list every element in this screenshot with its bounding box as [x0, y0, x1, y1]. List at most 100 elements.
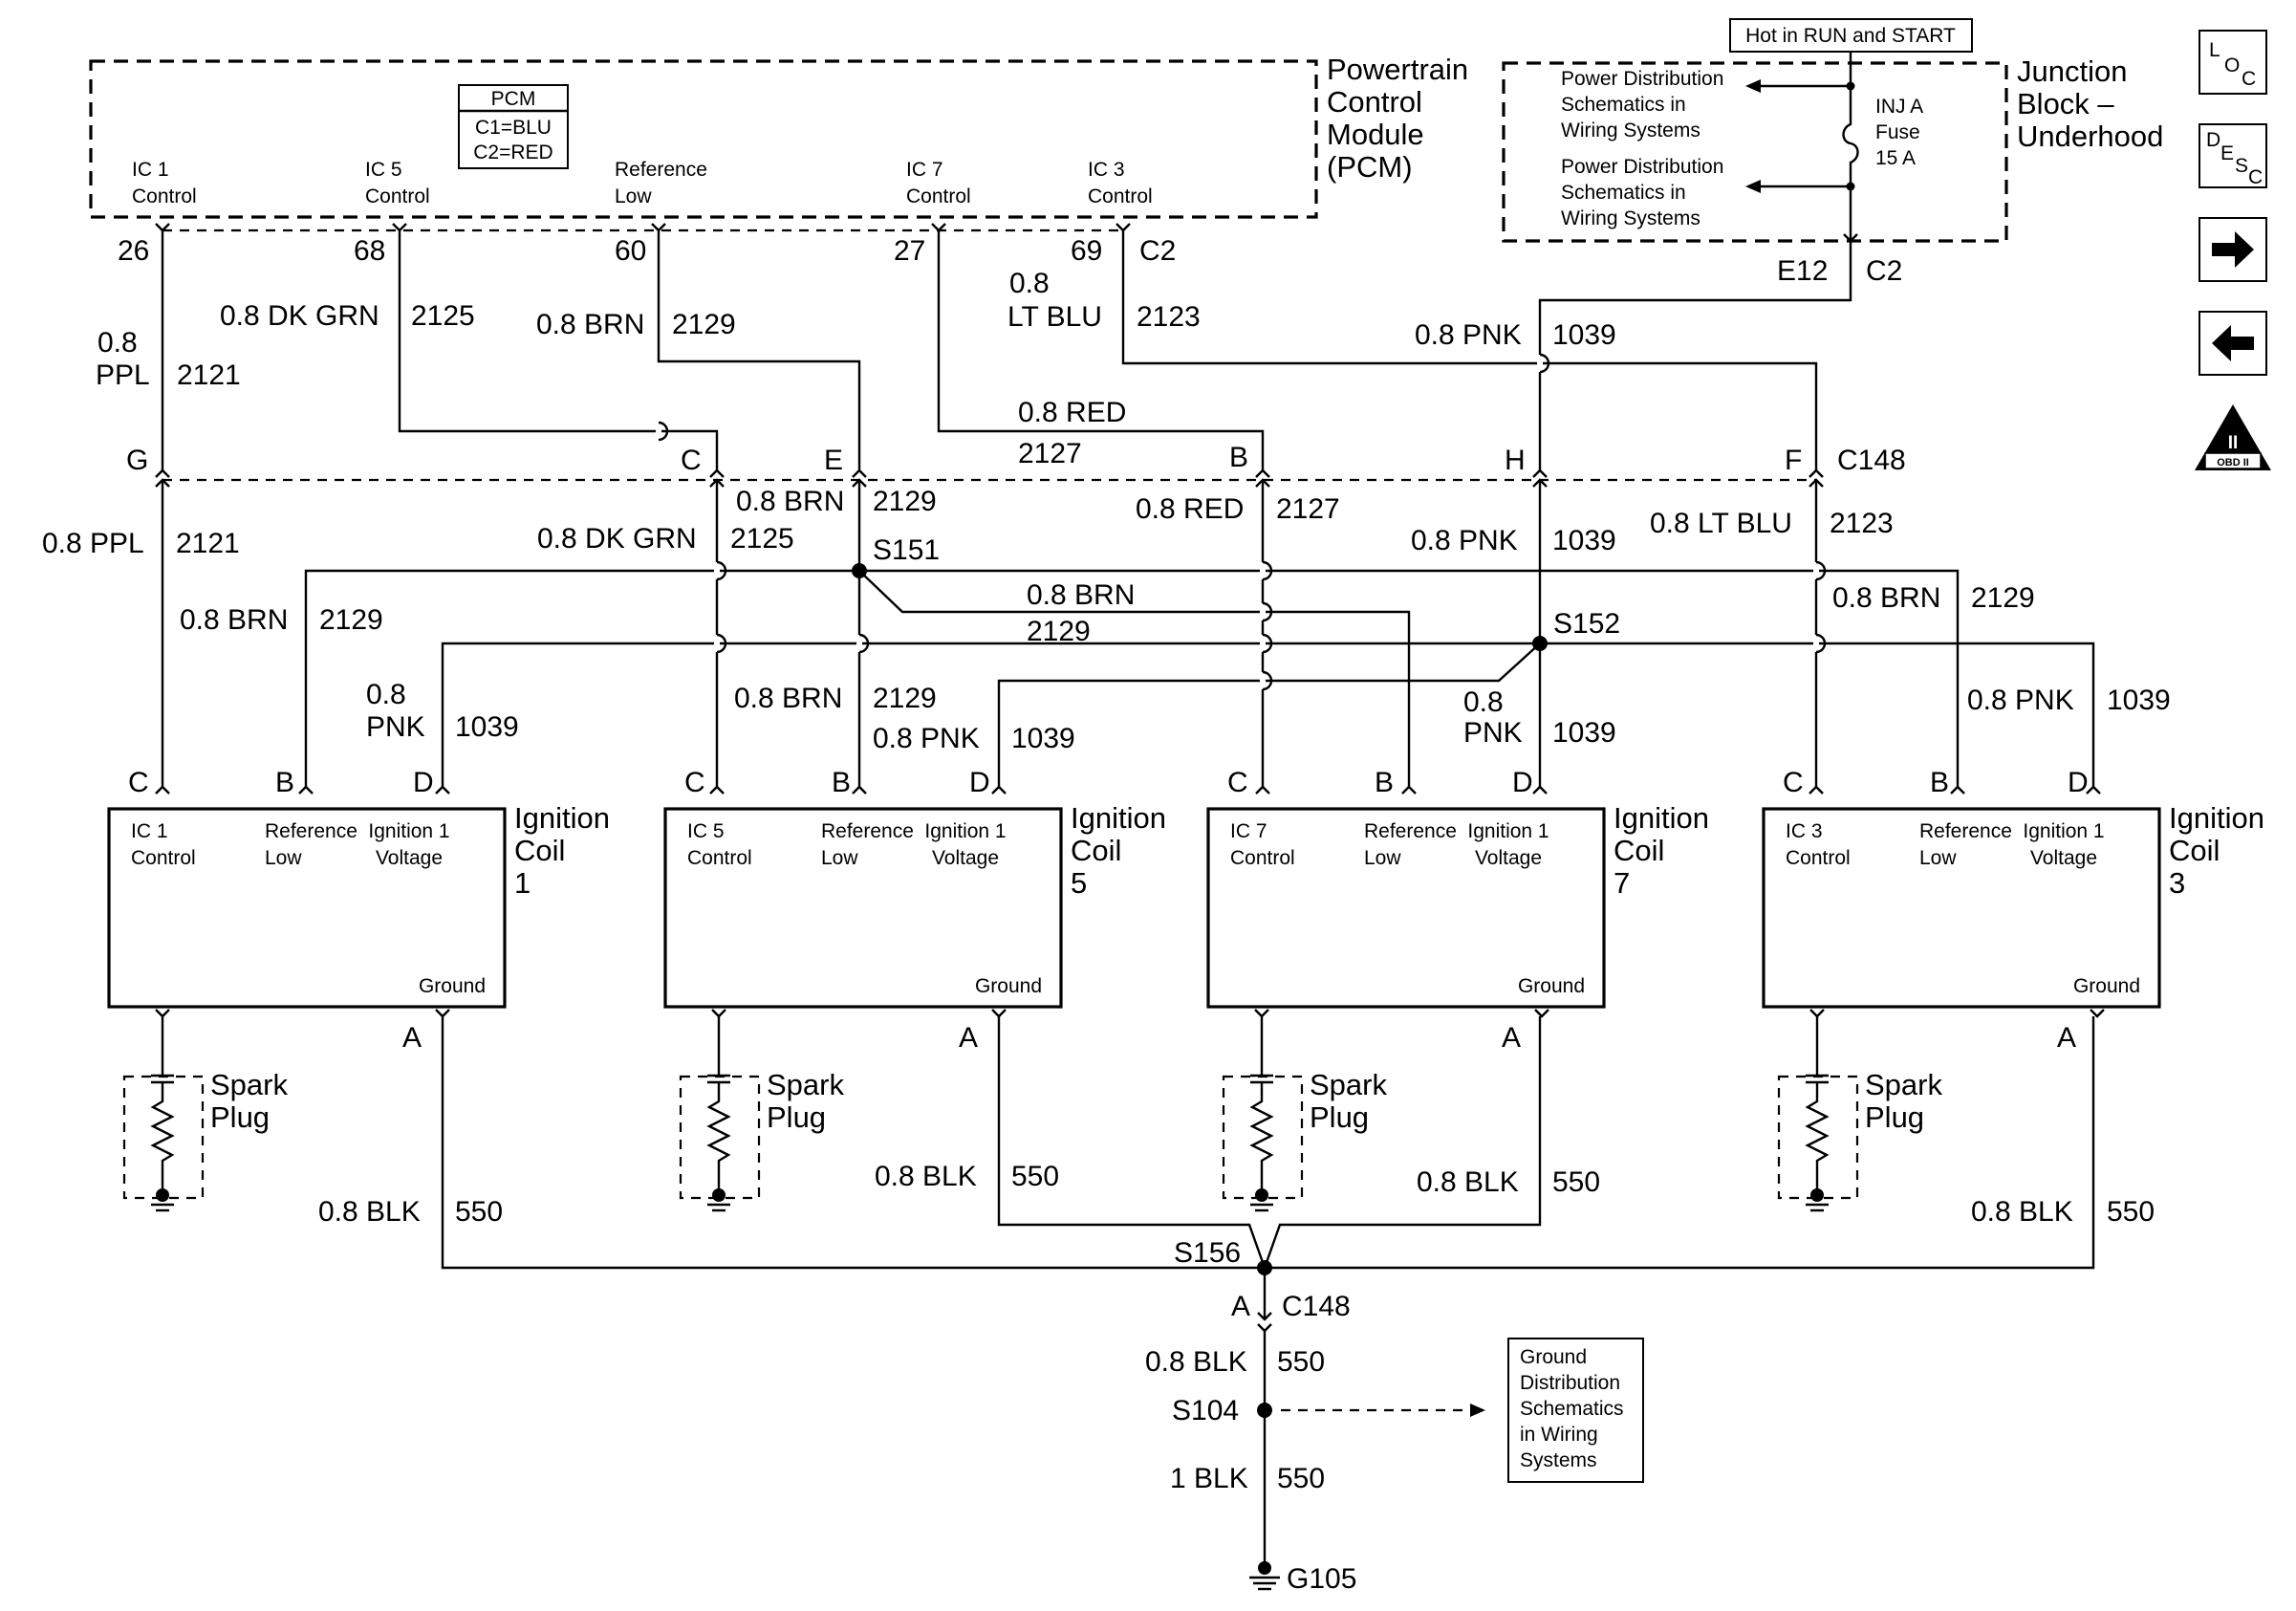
wire-size: 0.8 LT BLU: [1650, 508, 1792, 539]
coil-pin-label: IC 3: [1786, 820, 1823, 842]
pcm-pin-number: 69: [1071, 235, 1102, 267]
wire-color: PNK: [1463, 717, 1523, 749]
coil-pin-label: Control: [1230, 847, 1295, 869]
c148-terminal-mark: [852, 478, 867, 488]
spark-plug-ground-icon: [1810, 1188, 1824, 1202]
crossover-hop: [1262, 670, 1273, 691]
wire-circuit: 2127: [1276, 493, 1340, 525]
c148-terminal-mark: [852, 468, 867, 478]
c148-terminal-mark: [1532, 468, 1548, 478]
pcm-terminal-mark: [392, 223, 407, 232]
coil-terminal-mark: [155, 1009, 170, 1018]
c148-terminal-mark: [709, 478, 725, 488]
wire-circuit: 2125: [411, 300, 475, 332]
power-ref-text: Schematics in: [1561, 182, 1686, 204]
coil-body: [663, 807, 1063, 1009]
spark-plug-label: Plug: [1865, 1100, 1924, 1134]
coil-terminal-mark: [1534, 1009, 1549, 1018]
wire-circuit: 2123: [1830, 508, 1894, 539]
desc-icon[interactable]: D E S C: [2199, 123, 2267, 188]
wire-size: 0.8 BRN: [536, 309, 644, 340]
wire-circuit: 1039: [1552, 525, 1616, 556]
coil-terminal-mark: [1254, 1009, 1269, 1018]
ground-point-label: G105: [1287, 1563, 1356, 1595]
coil-terminal-mark: [1401, 785, 1417, 795]
coil-ground-label: Ground: [419, 975, 486, 997]
splices: S151 S152 S156 S104: [852, 534, 1620, 1426]
wire-size: 0.8 BRN: [734, 683, 842, 714]
wire-circuit: 1039: [455, 711, 519, 743]
wire-size: 0.8 BLK: [1417, 1166, 1519, 1198]
coil-pin-letter: C: [684, 767, 705, 798]
wire-size: 0.8 PNK: [873, 723, 980, 754]
forward-arrow-icon[interactable]: [2199, 217, 2267, 282]
fuse-label: 15 A: [1875, 147, 1916, 169]
coil-terminal-mark: [1809, 785, 1824, 795]
splice-s152-dot: [1532, 636, 1548, 651]
ground-ref-box: [1507, 1338, 1644, 1483]
wire-size: 0.8: [97, 327, 138, 359]
pcm-pin-label: Control: [906, 185, 971, 207]
wire-circuit: 550: [1277, 1463, 1325, 1494]
ground-c148-pin: A: [1231, 1291, 1250, 1322]
wire-550-bus: [441, 1016, 2095, 1270]
pcm-pin-label: IC 5: [365, 159, 402, 181]
wire-size: 0.8 PNK: [1967, 685, 2074, 716]
wire-2129-upper: [657, 230, 861, 470]
wire-size: 0.8 BLK: [1971, 1196, 2073, 1228]
back-arrow-icon[interactable]: [2199, 311, 2267, 376]
pcm-pin-label: IC 3: [1088, 159, 1125, 181]
pcm-terminal-mark: [1116, 223, 1131, 232]
spark-plug-ground-icon: [1255, 1188, 1268, 1202]
obd-ii-icon[interactable]: II OBD II: [2195, 404, 2271, 470]
coil-pin-label: IC 7: [1230, 820, 1267, 842]
ground-ref-text: Systems: [1520, 1449, 1597, 1471]
wire-size: 0.8 BRN: [180, 604, 288, 636]
crossover-hop: [1262, 633, 1273, 654]
pcm-box-title: PCM: [491, 88, 536, 110]
coil-body: [107, 807, 507, 1009]
wire-circuit: 550: [455, 1196, 503, 1228]
coil-pin-label: Ignition 1: [924, 820, 1006, 842]
coil-pin-label: Control: [687, 847, 752, 869]
coil-name: Ignition: [514, 801, 610, 835]
pcm-pin-label: Control: [132, 185, 197, 207]
coil-name: 3: [2169, 866, 2185, 900]
pcm-pin-number: 26: [118, 235, 149, 267]
wire-550-coil7: [1263, 1016, 1542, 1269]
pcm-pin-label: IC 7: [906, 159, 943, 181]
splice-label: S152: [1553, 608, 1620, 640]
wire-size: 0.8 PNK: [1415, 319, 1522, 351]
spark-plug-label: Spark: [1865, 1068, 1942, 1101]
desc-icon-letter: D: [2206, 129, 2220, 151]
coil-terminal-mark: [2086, 785, 2101, 795]
wire-1039-s152-bus: [441, 642, 2095, 787]
coil-ground-label: Ground: [1518, 975, 1585, 997]
wire-circuit: 550: [1011, 1161, 1059, 1192]
loc-icon[interactable]: L O C: [2199, 30, 2267, 95]
coil-pin-letter: D: [969, 767, 990, 798]
crossover-hop: [1262, 560, 1273, 581]
wires: [161, 230, 2095, 1564]
g105-ground-icon: G105: [1249, 1561, 1356, 1595]
coil-pin-label: Voltage: [1475, 847, 1542, 869]
pcm-pin-number: 60: [615, 235, 646, 267]
coil-name: Coil: [514, 834, 565, 867]
ground-ref-text: in Wiring: [1520, 1424, 1598, 1446]
arrow-left-icon: [1745, 180, 1761, 193]
wire-color: PNK: [366, 711, 425, 743]
coil-terminal-mark: [1809, 1009, 1825, 1018]
coil-name: Coil: [1071, 834, 1121, 867]
coil-pin-letter: C: [128, 767, 149, 798]
pcm-box-c1: C1=BLU: [475, 117, 552, 139]
coil-pin-letter: C: [1227, 767, 1248, 798]
coil-terminal-mark: [1532, 785, 1548, 795]
spark-plug-label: Plug: [767, 1100, 826, 1134]
junction-terminal-mark: [1843, 233, 1858, 243]
wire-circuit: 2129: [1971, 582, 2035, 614]
